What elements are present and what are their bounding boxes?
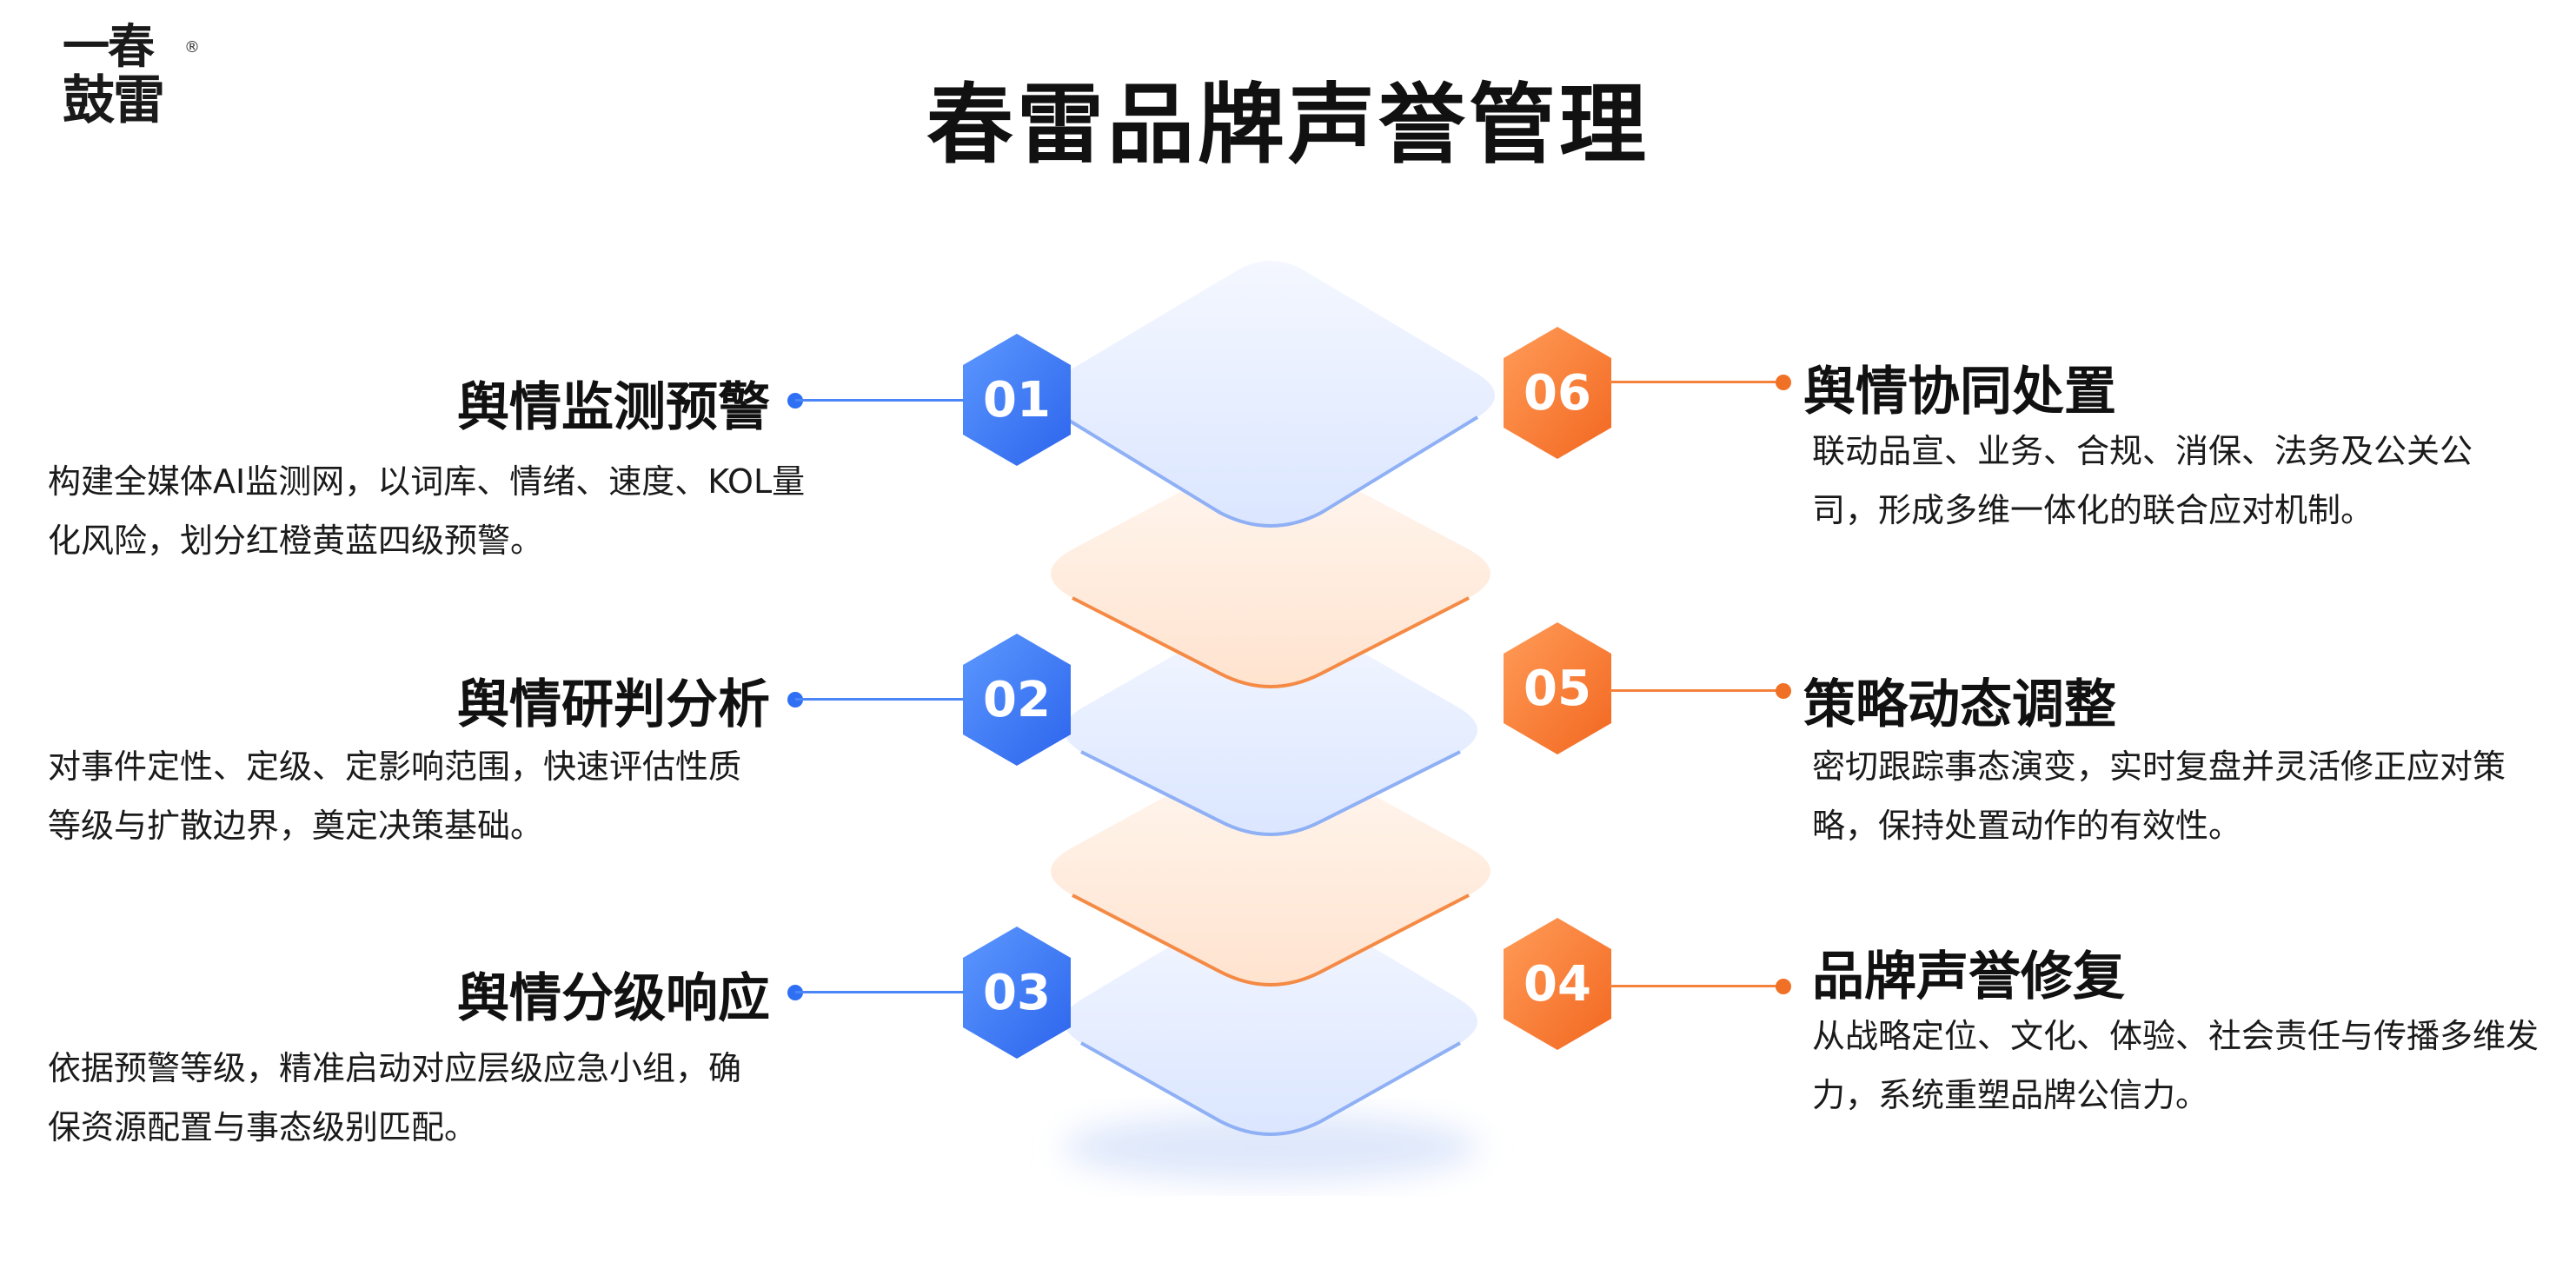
layer-2-edge — [1080, 750, 1461, 836]
page-title: 春雷品牌声誉管理 — [926, 74, 1650, 176]
stack-shadow — [1062, 1113, 1479, 1182]
step-04-badge: 04 — [1497, 914, 1618, 1053]
hex-shape — [963, 634, 1071, 766]
layer-2-blue — [1064, 608, 1477, 834]
layer-orange-lower-edge — [1072, 894, 1470, 987]
step-01-connector — [795, 399, 965, 402]
step-03-number: 03 — [983, 964, 1051, 1021]
step-02-connector — [795, 698, 965, 701]
step-01-desc: 构建全媒体AI监测网，以词库、情绪、速度、KOL量化风险，划分红橙黄蓝四级预警。 — [48, 462, 806, 560]
step-06-number: 06 — [1524, 364, 1591, 422]
hex-shape — [1504, 327, 1611, 459]
layer-orange-upper-edge — [1072, 596, 1470, 688]
logo-line-2: 鼓雷 — [63, 70, 165, 131]
layer-1-edge — [1062, 415, 1479, 528]
layer-orange-lower — [1051, 747, 1490, 985]
step-05-title: 策略动态调整 — [1803, 674, 2116, 735]
step-05-desc: 密切跟踪事态演变，实时复盘并灵活修正应对策略，保持处置动作的有效性。 — [1812, 747, 2506, 845]
step-03-connector — [795, 991, 965, 993]
step-03-desc: 依据预警等级，精准启动对应层级应急小组，确保资源配置与事态级别匹配。 — [48, 1049, 742, 1146]
step-01-title: 舆情监测预警 — [457, 377, 770, 438]
step-06-connector — [1610, 381, 1783, 383]
step-05-number: 05 — [1524, 660, 1591, 717]
step-02-desc: 对事件定性、定级、定影响范围，快速评估性质等级与扩散边界，奠定决策基础。 — [48, 747, 742, 845]
step-01-number: 01 — [983, 371, 1051, 429]
layer-1-blue — [1046, 261, 1495, 526]
step-06-dot — [1776, 375, 1791, 390]
layer-orange-upper — [1051, 452, 1490, 687]
registered-mark: ® — [184, 38, 200, 56]
step-04-number: 04 — [1524, 955, 1591, 1013]
step-03-title: 舆情分级响应 — [457, 968, 770, 1029]
step-05-badge: 05 — [1497, 619, 1618, 758]
hex-shape — [1504, 918, 1611, 1050]
step-02-badge: 02 — [956, 630, 1078, 769]
step-04-desc: 从战略定位、文化、体验、社会责任与传播多维发力，系统重塑品牌公信力。 — [1812, 1017, 2539, 1114]
step-05-connector — [1610, 689, 1783, 692]
layer-3-edge — [1080, 1041, 1461, 1136]
hex-shape — [963, 927, 1071, 1059]
step-06-badge: 06 — [1497, 323, 1618, 462]
step-04-connector — [1610, 985, 1783, 987]
step-05-dot — [1776, 683, 1791, 699]
step-03-badge: 03 — [956, 923, 1078, 1062]
step-01-badge: 01 — [956, 330, 1078, 469]
step-04-dot — [1776, 979, 1791, 994]
hex-shape — [963, 334, 1071, 466]
step-02-title: 舆情研判分析 — [457, 674, 770, 735]
brand-logo: 一春 鼓雷 ® — [54, 23, 202, 153]
step-02-number: 02 — [983, 671, 1051, 728]
logo-line-1: 一春 — [63, 18, 155, 74]
layer-3-blue — [1064, 895, 1477, 1134]
hex-shape — [1504, 622, 1611, 754]
step-04-title: 品牌声誉修复 — [1812, 947, 2125, 1007]
step-06-title: 舆情协同处置 — [1803, 362, 2116, 422]
step-06-desc: 联动品宣、业务、合规、消保、法务及公关公司，形成多维一体化的联合应对机制。 — [1812, 432, 2473, 529]
